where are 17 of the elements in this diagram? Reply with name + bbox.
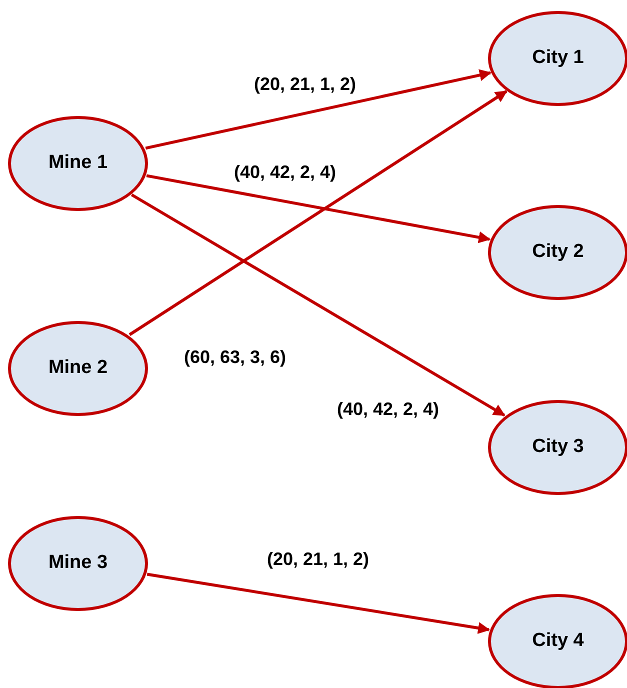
node-label: City 2 bbox=[532, 241, 584, 263]
arrow bbox=[146, 572, 490, 634]
arrow bbox=[130, 193, 506, 417]
node-label: City 4 bbox=[532, 630, 584, 652]
node-label: City 3 bbox=[532, 436, 584, 458]
arrow bbox=[145, 69, 492, 150]
arrow bbox=[146, 174, 491, 244]
node-label: Mine 1 bbox=[48, 152, 108, 174]
edge-label: (60, 63, 3, 6) bbox=[182, 348, 288, 368]
edge-label: (40, 42, 2, 4) bbox=[232, 163, 338, 183]
node-label: Mine 3 bbox=[48, 552, 108, 574]
edge-label: (40, 42, 2, 4) bbox=[334, 400, 442, 420]
edge-label: (20, 21, 1, 2) bbox=[252, 75, 358, 95]
node-label: Mine 2 bbox=[48, 357, 108, 379]
node-label: City 1 bbox=[532, 47, 584, 69]
edge-label: (20, 21, 1, 2) bbox=[264, 550, 372, 570]
arrow bbox=[128, 90, 508, 336]
